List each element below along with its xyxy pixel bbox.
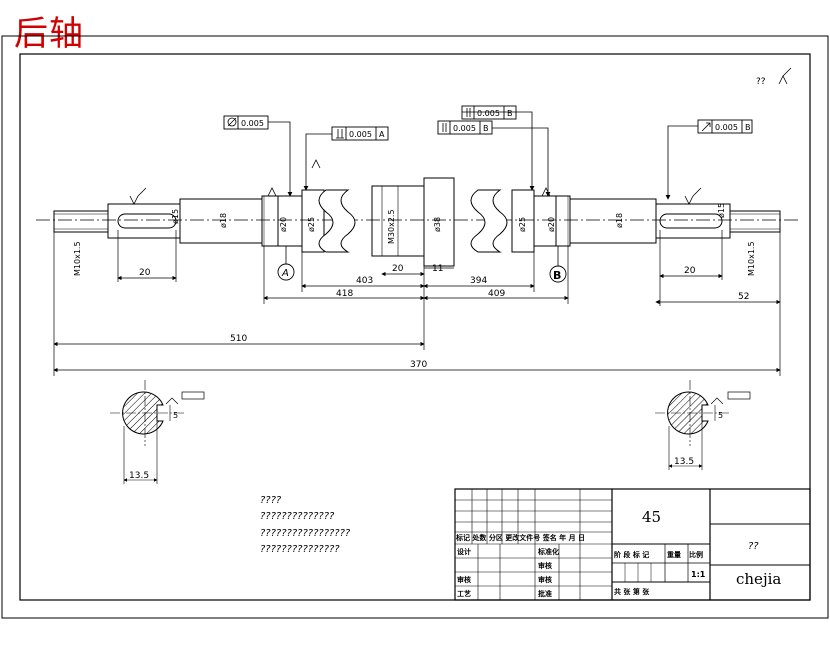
datum-b-label: B	[553, 269, 561, 282]
runout-arrow-icon	[701, 122, 711, 132]
datum-a-label: A	[281, 268, 289, 279]
label-right-thread: M10x1.5	[747, 241, 756, 276]
label-ratio: 比例	[689, 550, 703, 559]
page-title: 后轴	[14, 14, 84, 54]
dimension-texts: 20 20 11 403 394 418 409 20 52 510 370	[139, 264, 749, 370]
revision-header: 标记 处数 分区 更改文件号 签名 年 月 日	[455, 533, 585, 542]
dim-left-section-small: 5	[173, 411, 178, 420]
label-design: 设计	[457, 547, 471, 556]
dim-370: 370	[410, 360, 427, 370]
tolerance-symbols	[227, 108, 711, 139]
roughness-marks	[129, 159, 702, 205]
dim-center-key: 20	[392, 264, 404, 274]
tolerance-frames	[223, 105, 753, 141]
label-left-bearing: ø20	[279, 217, 288, 232]
perpendicular-icon	[336, 129, 344, 139]
dim-510: 510	[230, 334, 247, 344]
material-label: 45	[642, 508, 661, 526]
break-marks	[318, 189, 508, 253]
section-view-left: 13.5 5	[110, 380, 205, 484]
tol-perp-right-1: 0.005	[477, 109, 500, 118]
label-weight: 重量	[667, 550, 681, 559]
dim-52: 52	[738, 292, 749, 302]
diameter-labels: M10x1.5 ø15 ø18 ø20 ø25 M30x2.5 ø38 ø25 …	[73, 203, 756, 276]
label-sheets: 共 张 第 张	[614, 587, 650, 596]
drawing-number: ??	[748, 541, 759, 552]
section-view-right: 13.5 5	[655, 380, 751, 470]
dim-left-section: 13.5	[129, 471, 149, 481]
inner-frame	[19, 53, 811, 601]
tol-perp-right-1-ref: B	[507, 109, 513, 118]
dim-394: 394	[470, 276, 487, 286]
label-process: 工艺	[457, 589, 471, 598]
outer-frame	[1, 35, 829, 619]
title-block	[454, 488, 811, 601]
dim-right-key: 20	[684, 266, 696, 276]
tol-runout-right: 0.005	[715, 123, 738, 132]
dim-418: 418	[336, 289, 353, 299]
leader-lines	[268, 111, 698, 200]
runout-icon	[227, 117, 237, 127]
dim-right-section: 13.5	[674, 457, 694, 467]
label-left-step: ø25	[307, 217, 316, 232]
note-line-4: ???????????????	[260, 544, 340, 555]
tol-perp-right-2: 0.005	[453, 124, 476, 133]
label-center-thread: M30x2.5	[387, 209, 396, 244]
label-process-check: 审核	[538, 575, 552, 584]
tol-runout-right-ref: B	[745, 123, 751, 132]
label-left-shaft: ø18	[219, 213, 228, 228]
company-name: chejia	[736, 570, 781, 588]
dim-409: 409	[488, 289, 505, 299]
note-line-3: ?????????????????	[260, 528, 351, 539]
label-approve: 批准	[538, 589, 552, 598]
shaft-outline	[53, 177, 781, 267]
dim-center-gap: 11	[432, 264, 443, 274]
parallel-icon	[466, 108, 471, 117]
label-left-thread: M10x1.5	[73, 241, 82, 276]
scale-value: 1:1	[691, 570, 706, 579]
dim-right-section-small: 5	[718, 411, 723, 420]
label-center-shoulder: ø38	[433, 217, 442, 232]
roughness-symbol-icon	[778, 67, 792, 85]
tol-runout-left: 0.005	[241, 119, 264, 128]
dim-left-key: 20	[139, 268, 151, 278]
roughness-note: ??	[756, 77, 766, 87]
label-standard: 标准化	[537, 547, 559, 556]
label-right-bearing: ø20	[547, 217, 556, 232]
tol-perp-left-ref: A	[379, 130, 385, 139]
dim-403: 403	[356, 276, 373, 286]
label-right-step: ø25	[518, 217, 527, 232]
label-right-key-shaft: ø15	[717, 203, 726, 218]
tol-perp-left: 0.005	[349, 130, 372, 139]
label-check: 审核	[538, 561, 552, 570]
technical-notes: ???? ?????????????? ????????????????? ??…	[260, 495, 351, 555]
dimension-lines	[53, 230, 781, 376]
label-left-key-shaft: ø15	[171, 209, 180, 224]
title-block-texts: 45 ?? chejia 标记 处数 分区 更改文件号 签名 年 月 日 设计 …	[455, 508, 781, 598]
label-stage: 阶 段 标 记	[614, 550, 649, 559]
label-right-shaft: ø18	[615, 213, 624, 228]
tol-perp-right-2-ref: B	[483, 124, 489, 133]
tolerance-texts: 0.005 0.005 A 0.005 B 0.005 B 0.005 B	[241, 109, 751, 139]
parallel-icon	[442, 123, 447, 132]
note-line-1: ????	[260, 495, 282, 506]
note-line-2: ??????????????	[260, 511, 335, 522]
label-review: 审核	[457, 575, 471, 584]
